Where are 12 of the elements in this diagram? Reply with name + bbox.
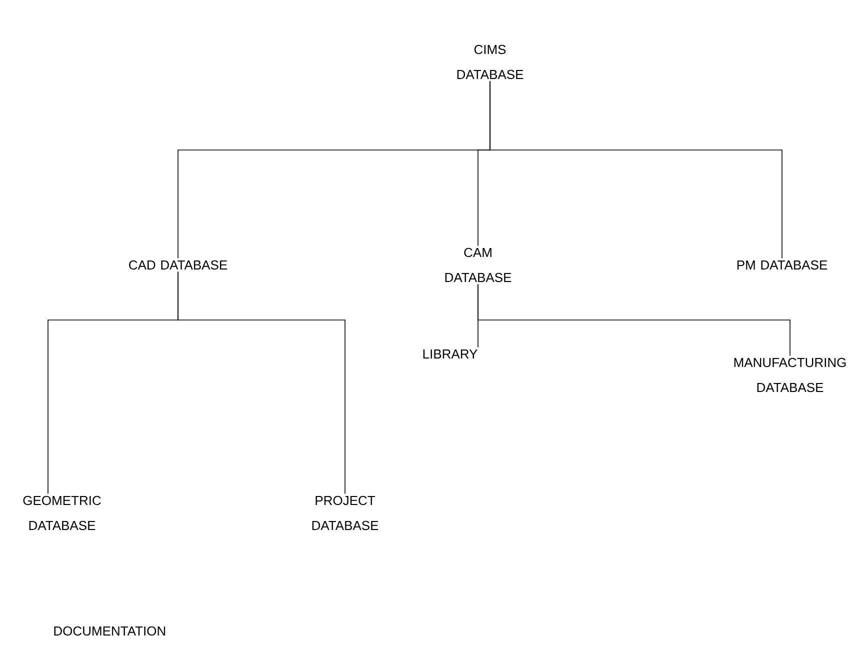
- database-label: PROJECT DATABASE: [312, 496, 378, 530]
- database-label: CAD DATABASE: [129, 260, 228, 270]
- database-label: GEOMETRIC DATABASE: [23, 496, 101, 530]
- label-text: DOCUMENTATION: [54, 626, 166, 636]
- database-label: CIMS DATABASE: [457, 44, 524, 80]
- database-label: PM DATABASE: [737, 260, 828, 270]
- connector-line: [490, 80, 782, 259]
- database-label: CAM DATABASE: [445, 248, 512, 282]
- database-label: MANUFACTURING DATABASE: [734, 358, 846, 392]
- database-label: LIBRARY: [423, 350, 478, 358]
- connector-line: [478, 284, 790, 356]
- connector-line: [178, 271, 346, 494]
